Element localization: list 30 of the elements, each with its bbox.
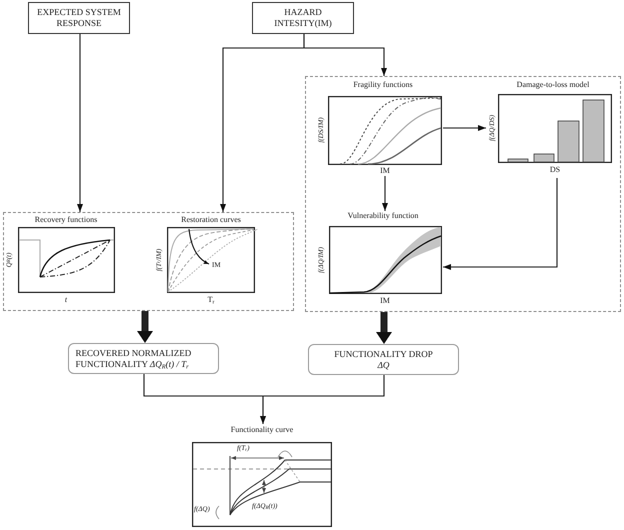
arrow [303, 34, 387, 76]
plot-title: Restoration curves [181, 216, 241, 225]
arrow [260, 375, 385, 424]
box-label: EXPECTED SYSTEM RESPONSE [36, 7, 122, 29]
plot-title: Recovery functions [34, 216, 98, 225]
arrow [443, 178, 558, 270]
axis-label: T$_{r}$ [208, 296, 214, 305]
box-label: FUNCTIONALITY DROP [334, 348, 433, 360]
arrow [382, 176, 388, 211]
plot-title: Fragility functions [353, 81, 413, 90]
process-box [28, 2, 130, 34]
axis-label: DS [550, 166, 560, 175]
process-box [308, 344, 459, 375]
block-arrow [376, 312, 392, 344]
plot-title: Vulnerability function [348, 212, 418, 221]
dashed-group-frame [3, 212, 294, 311]
plot-title: Damage-to-loss model [516, 81, 590, 90]
block-arrow [137, 311, 153, 343]
axis-label: t [64, 296, 68, 305]
plot-title: Functionality curve [230, 426, 294, 435]
arrow [77, 34, 83, 212]
axis-label: IM [380, 297, 390, 306]
arrow [443, 125, 486, 131]
box-label: RECOVERED NORMALIZED FUNCTIONALITY ΔQ$_{R}$(t) / T$_{r}$ [76, 348, 192, 370]
dashed-group-frame [305, 76, 621, 312]
axis-label: IM [380, 167, 390, 176]
box-label: ΔQ [378, 360, 390, 370]
process-box [68, 343, 219, 374]
box-label: HAZARD INTESITY(IM) [273, 7, 333, 29]
process-box [252, 2, 354, 34]
